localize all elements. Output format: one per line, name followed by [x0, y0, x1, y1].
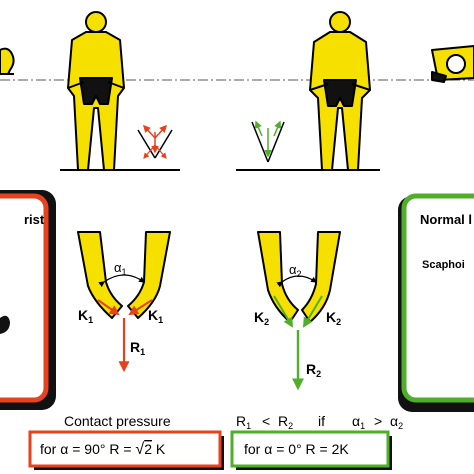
r1-label: R1 — [130, 339, 145, 357]
wrist-diagram-red — [77, 231, 171, 373]
right-panel-subtitle: Scaphoi — [422, 259, 465, 271]
caption-lt: < — [262, 413, 270, 429]
cropped-figure-left — [0, 47, 15, 75]
caption-gt: > — [374, 413, 382, 429]
r2-label: R2 — [306, 361, 321, 379]
standing-figure-right — [309, 11, 371, 171]
small-force-diagram-red — [137, 124, 173, 159]
right-panel: Normal l Scaphoi — [398, 193, 474, 412]
cropped-figure-right — [431, 45, 474, 83]
alpha2-label: α2 — [289, 262, 302, 279]
contact-pressure-caption: Contact pressure R1 < R2 if α1 > α2 — [64, 413, 403, 431]
k1-right-label: K1 — [148, 307, 163, 325]
k1-left-label: K1 — [78, 307, 93, 325]
formula-left-text: for α = 90° R = √2 K — [40, 441, 166, 458]
standing-figure-left — [67, 11, 125, 171]
k2-left-label: K2 — [254, 309, 269, 327]
formula-box-left: for α = 90° R = √2 K — [28, 430, 224, 470]
wrist-fragment-icon — [0, 315, 10, 334]
small-force-diagram-green — [251, 120, 285, 163]
alpha1-label: α1 — [114, 260, 127, 277]
right-panel-title: Normal l — [420, 212, 472, 227]
caption-r1: R1 — [236, 413, 251, 431]
k2-right-label: K2 — [326, 309, 341, 327]
formula-box-right: for α = 0° R = 2K — [230, 430, 392, 470]
wrist-diagram-green — [257, 231, 341, 391]
caption-a2: α2 — [390, 413, 403, 431]
formula-right-text: for α = 0° R = 2K — [244, 441, 349, 457]
caption-a1: α1 — [352, 413, 365, 431]
left-panel: rist — [0, 190, 56, 410]
caption-label: Contact pressure — [64, 413, 171, 429]
caption-if: if — [318, 413, 325, 429]
left-panel-title: rist — [24, 212, 45, 227]
caption-r2: R2 — [278, 413, 293, 431]
